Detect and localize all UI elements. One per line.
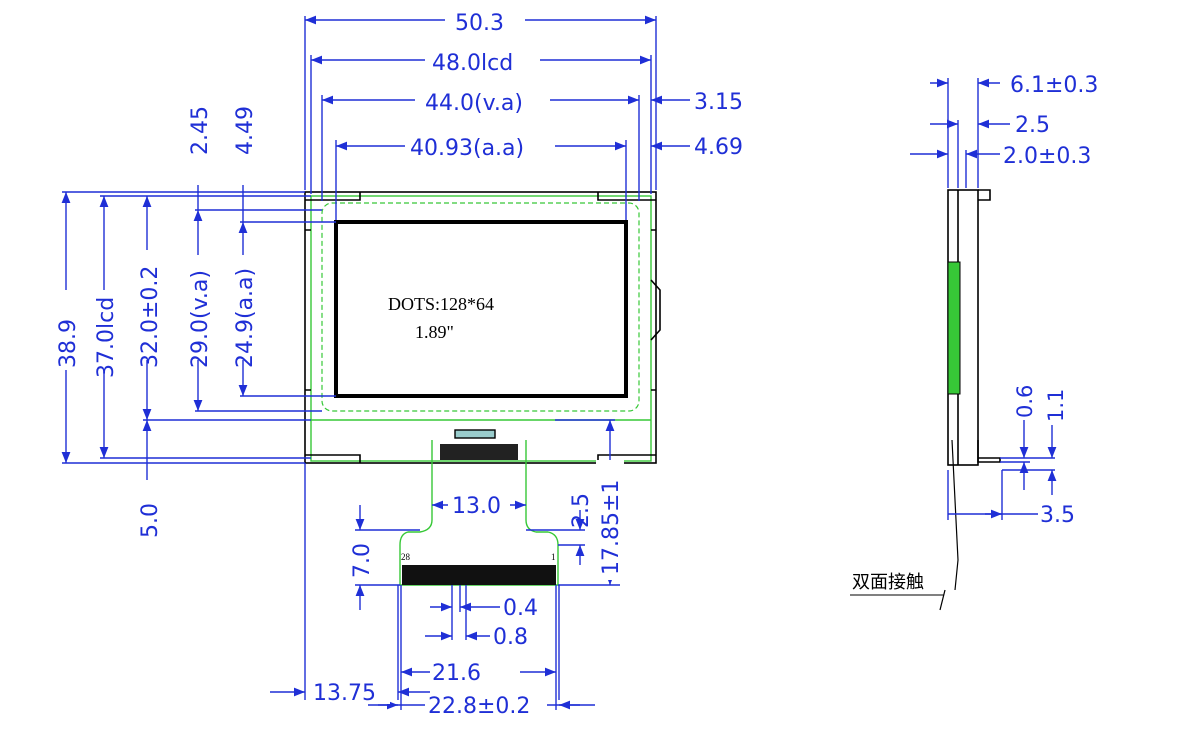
display-dots-label: DOTS:128*64: [388, 294, 494, 314]
label-fpc-left-offset: 13.75: [313, 681, 376, 706]
label-va-height: 29.0(v.a): [188, 270, 213, 368]
label-lcd-width: 48.0lcd: [432, 51, 513, 76]
label-side-mid-thickness: 2.5: [1015, 113, 1050, 138]
label-fpc-pad-height: 7.0: [350, 543, 375, 578]
label-offset-right-1: 3.15: [694, 90, 743, 115]
label-side-total-thickness: 6.1±0.3: [1010, 73, 1098, 98]
bonding-pads: [440, 444, 518, 460]
label-total-width: 50.3: [455, 11, 504, 36]
active-area: [334, 220, 628, 398]
note-double-contact: 双面接触: [852, 572, 924, 592]
module-outline: [304, 191, 657, 464]
label-aa-height: 24.9(a.a): [233, 268, 258, 368]
label-lcd-height: 37.0lcd: [94, 297, 119, 378]
right-lug: [650, 279, 661, 341]
label-fpc-extension: 3.5: [1040, 503, 1075, 528]
horizontal-dimensions: 50.3 48.0lcd 44.0(v.a) 40.93(a.a) 3.15 4…: [304, 8, 743, 220]
label-va-width: 44.0(v.a): [425, 91, 523, 116]
fpc-tail: 28 1: [399, 440, 559, 586]
label-offset-top-2: 4.49: [233, 106, 258, 155]
top-tabs: [305, 192, 656, 201]
label-offset-right-2: 4.69: [694, 135, 743, 160]
side-lcd-glass: [947, 261, 961, 395]
pin-28-label: 28: [401, 552, 411, 562]
label-fpc-gap-top: 2.5: [569, 493, 594, 528]
label-aa-width: 40.93(a.a): [410, 136, 524, 161]
label-fpc-thickness: 0.6: [1013, 385, 1037, 418]
label-offset-bottom: 5.0: [138, 503, 163, 538]
label-total-height: 38.9: [56, 319, 81, 368]
label-side-glass-thickness: 2.0±0.3: [1003, 144, 1091, 169]
label-offset-top-1: 2.45: [188, 106, 213, 155]
display-size-label: 1.89": [415, 322, 454, 342]
label-pad-span: 21.6: [432, 661, 481, 686]
driver-ic: [454, 429, 496, 439]
lcd-glass-outline: [310, 195, 652, 462]
label-fpc-neck-width: 13.0: [452, 494, 501, 519]
side-notches: [305, 229, 656, 391]
label-fpc-length: 17.85±1: [599, 480, 624, 575]
viewing-area-outline: [321, 202, 640, 412]
label-module-height: 32.0±0.2: [138, 266, 163, 368]
label-pin-width: 0.4: [503, 596, 538, 621]
fpc-dimensions: 13.0 2.5 17.85±1 7.0 0.4 0.8 21.6 22.8±0…: [270, 419, 624, 719]
label-connector-width: 22.8±0.2: [428, 694, 530, 719]
label-pin-pitch: 0.8: [493, 625, 528, 650]
front-view: DOTS:128*64 1.89": [304, 191, 661, 464]
pin-1-label: 1: [551, 552, 556, 562]
fpc-pad-row: [402, 565, 556, 585]
side-view: 6.1±0.3 2.5 2.0±0.3 0.6 1.1 3.5 双面接触: [850, 73, 1098, 611]
vertical-dimensions: 38.9 37.0lcd 32.0±0.2 29.0(v.a) 24.9(a.a…: [52, 106, 336, 538]
label-fpc-thickness-2: 1.1: [1044, 389, 1068, 422]
